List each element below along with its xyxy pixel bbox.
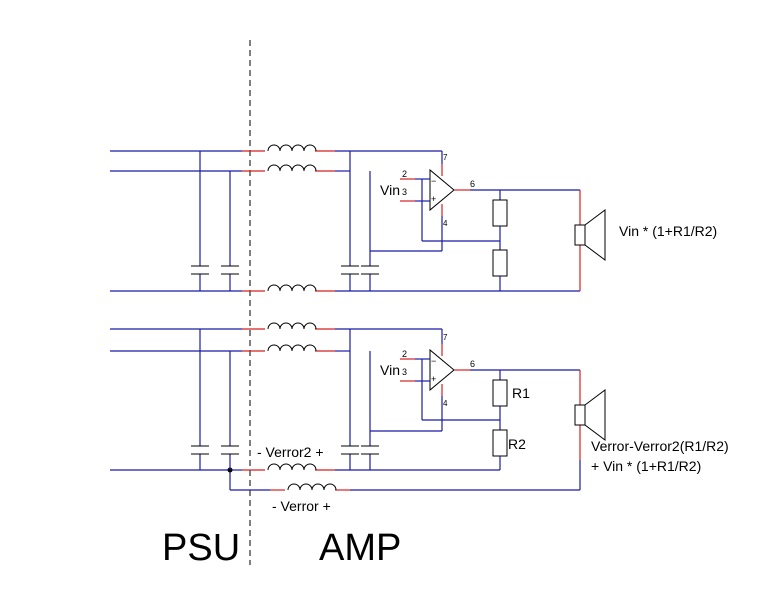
inductor-verror — [287, 483, 337, 491]
output-label-line2: + Vin * (1+R1/R2) — [591, 458, 701, 474]
resistor-r2 — [492, 429, 508, 457]
pin-2: 2 — [402, 349, 407, 359]
r2-label: R2 — [508, 436, 526, 452]
pin-7: 7 — [443, 333, 448, 342]
r1-label: R1 — [512, 385, 530, 401]
opamp-top: − + — [429, 168, 455, 212]
resistor-top-r2 — [492, 249, 508, 277]
output-label-line1: Verror-Verror2(R1/R2) — [591, 438, 729, 454]
inductor-bottom-1 — [267, 322, 317, 330]
speaker-bottom-icon — [574, 389, 606, 441]
pin-6: 6 — [470, 359, 475, 369]
inductor-bottom-3 — [267, 463, 317, 471]
inductor-bottom-2 — [267, 344, 317, 352]
vin-label: Vin — [380, 362, 400, 378]
svg-text:+: + — [431, 374, 436, 384]
amp-label: AMP — [319, 527, 401, 569]
bottom-circuit: − + 7 2 3 6 4 Vin R1 R2 - Verror2 + — [110, 322, 729, 514]
psu-label: PSU — [162, 527, 240, 569]
pin-3: 3 — [402, 367, 407, 377]
verror2-label: - Verror2 + — [257, 444, 324, 460]
inductor-top-1 — [267, 144, 317, 152]
vin-label: Vin — [380, 182, 400, 198]
resistor-top-r1 — [492, 199, 508, 227]
resistor-r1 — [492, 379, 508, 407]
opamp-bottom: − + — [429, 348, 455, 392]
inductor-top-2 — [267, 164, 317, 172]
svg-text:−: − — [431, 176, 436, 186]
svg-text:+: + — [431, 194, 436, 204]
pin-4: 4 — [443, 219, 448, 228]
pin-2: 2 — [402, 169, 407, 179]
pin-7: 7 — [443, 153, 448, 162]
top-circuit: − + 7 2 3 6 4 Vin Vin * (1+R1/R2) — [110, 144, 717, 292]
speaker-top-icon — [574, 209, 606, 261]
svg-text:−: − — [431, 356, 436, 366]
pin-6: 6 — [470, 179, 475, 189]
pin-3: 3 — [402, 187, 407, 197]
inductor-top-3 — [267, 284, 317, 292]
pin-4: 4 — [443, 399, 448, 408]
verror-label: - Verror + — [272, 498, 331, 514]
output-label: Vin * (1+R1/R2) — [619, 223, 717, 239]
